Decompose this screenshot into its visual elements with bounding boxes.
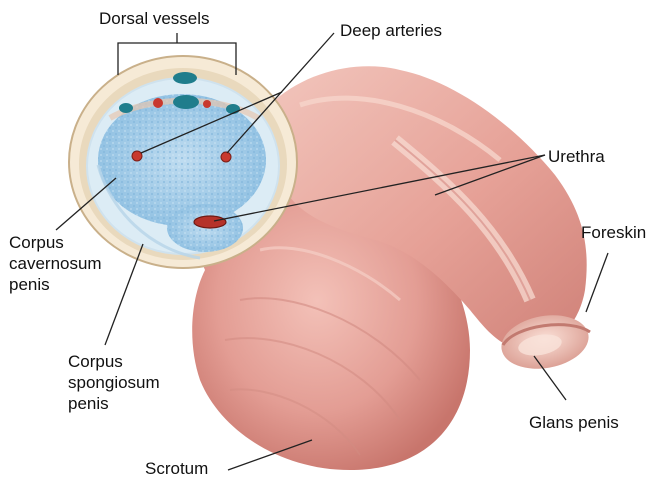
label-corpus-cavernosum-line2: cavernosum	[9, 253, 102, 274]
label-corpus-spongiosum-line3: penis	[68, 393, 160, 414]
label-urethra: Urethra	[548, 146, 605, 167]
label-corpus-spongiosum: Corpus spongiosum penis	[68, 351, 160, 414]
label-corpus-cavernosum-line3: penis	[9, 274, 102, 295]
label-deep-arteries: Deep arteries	[340, 20, 442, 41]
label-corpus-spongiosum-line1: Corpus	[68, 351, 160, 372]
leader-corpus-spongiosum	[105, 244, 143, 345]
label-corpus-cavernosum: Corpus cavernosum penis	[9, 232, 102, 295]
leader-foreskin	[586, 253, 608, 312]
label-corpus-cavernosum-line1: Corpus	[9, 232, 102, 253]
label-corpus-spongiosum-line2: spongiosum	[68, 372, 160, 393]
label-foreskin: Foreskin	[581, 222, 646, 243]
label-glans-penis: Glans penis	[529, 412, 619, 433]
cross-section	[69, 56, 297, 268]
label-scrotum: Scrotum	[145, 458, 208, 479]
label-dorsal-vessels: Dorsal vessels	[99, 8, 210, 29]
